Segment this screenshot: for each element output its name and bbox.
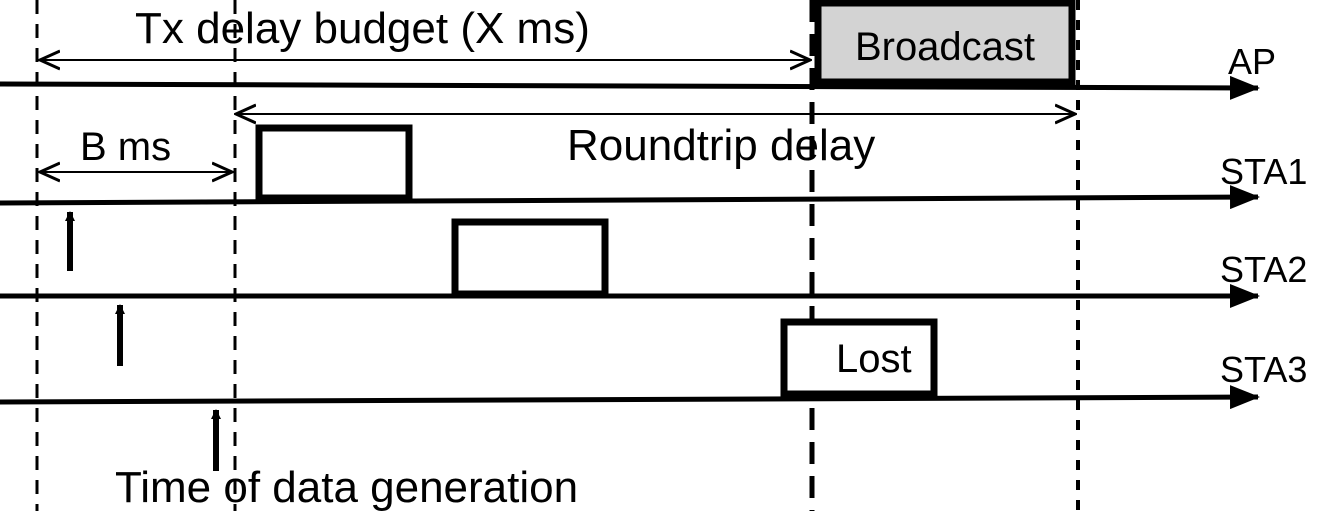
ap-label: AP: [1228, 41, 1276, 82]
sta1-timeline: [0, 185, 1260, 210]
broadcast-box: [814, 0, 1076, 86]
lost-packet: [780, 318, 938, 398]
sta3-label: STA3: [1220, 349, 1307, 390]
lost-label: Lost: [836, 337, 912, 381]
sta1-packet: [255, 124, 413, 202]
b-ms-label: B ms: [80, 125, 171, 169]
tx-budget-label: Tx delay budget (X ms): [135, 4, 590, 53]
sta2-label: STA2: [1220, 249, 1307, 290]
sta3-timeline: [0, 385, 1260, 410]
broadcast-label: Broadcast: [855, 25, 1035, 69]
sta2-packet: [451, 218, 609, 298]
ap-timeline: [0, 75, 1260, 100]
roundtrip-label: Roundtrip delay: [567, 121, 875, 170]
sta1-label: STA1: [1220, 151, 1307, 192]
data-gen-label: Time of data generation: [115, 463, 578, 511]
